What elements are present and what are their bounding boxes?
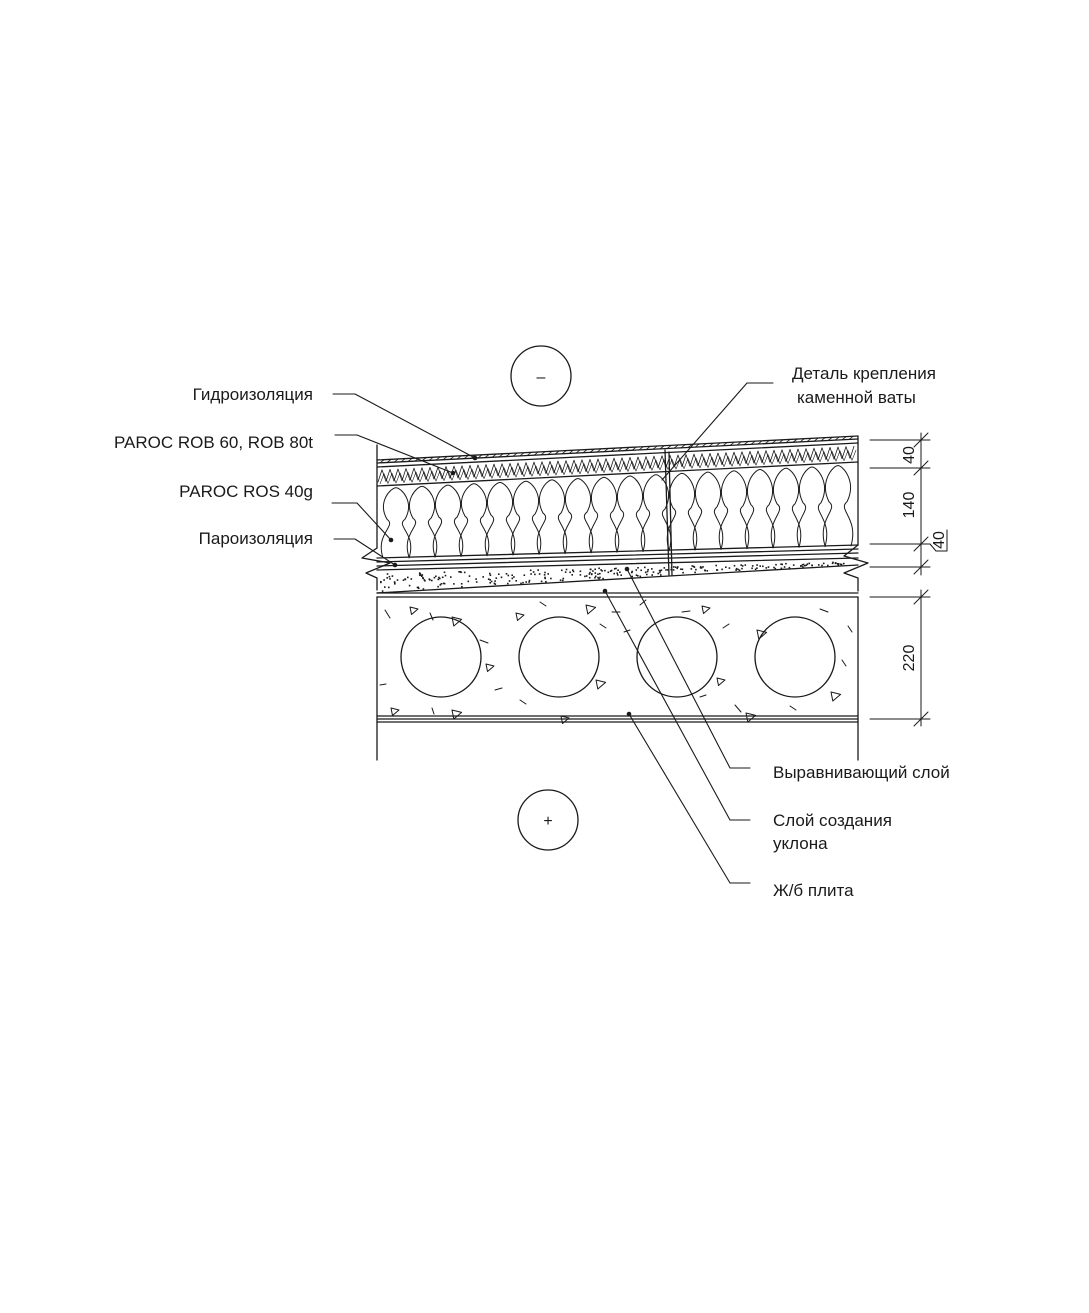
label-slope-1: Слой создания [773,811,892,830]
label-fastener-1: Деталь крепления [792,364,936,383]
label-rob: PAROC ROB 60, ROB 80t [113,433,313,452]
dimension-lines [869,432,948,727]
slab-void-4 [754,616,836,698]
label-slab: Ж/б плита [773,881,854,900]
rob-insulation-layer [376,445,859,487]
slab-void-2 [518,616,600,698]
slope-layer [376,561,859,594]
waterproofing-layer [376,435,859,468]
label-waterproofing: Гидроизоляция [192,385,313,404]
cold-side-circle [510,345,572,407]
dim-side-layer: 40 [931,531,948,549]
slab-void-1 [400,616,482,698]
cold-side-sign: – [537,369,546,386]
dim-top-layer: 40 [901,446,918,464]
label-vapor-barrier: Пароизоляция [198,529,313,548]
concrete-slab [376,596,859,724]
vapor-barrier-layer [376,548,859,567]
label-fastener-2: каменной ваты [797,388,916,407]
dim-slab: 220 [901,645,918,672]
label-slope-2: уклона [773,834,828,853]
slab-void-3 [636,616,718,698]
leader-lines [331,382,774,884]
ros-insulation-layer [376,465,859,559]
section-outline [361,435,869,761]
label-leveling: Выравнивающий слой [773,763,950,782]
dim-main-layer: 140 [901,492,918,519]
leveling-layer [376,557,859,594]
label-ros: PAROC ROS 40g [179,482,313,501]
warm-side-circle [517,789,579,851]
insulation-fastener [664,449,673,576]
warm-side-sign: + [543,813,552,830]
